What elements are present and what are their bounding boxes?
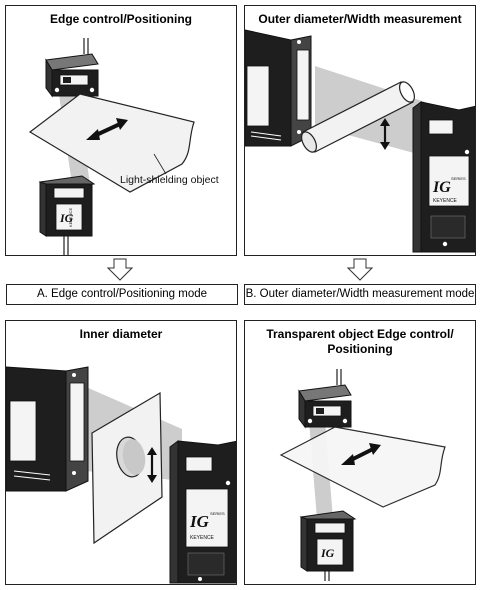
emitter-top	[45, 38, 99, 98]
panel-edge-control: Edge control/Positioning	[5, 5, 237, 256]
device-brand: KEYENCE	[68, 208, 73, 227]
device-logo: IG	[59, 211, 74, 225]
panel-transparent-object: Transparent object Edge control/ Positio…	[244, 320, 476, 585]
transparent-plate	[279, 426, 446, 508]
panel-title-inner-diameter: Inner diameter	[79, 327, 163, 341]
device-logo: IG	[432, 179, 451, 196]
device-brand: KEYENCE	[433, 198, 458, 204]
receiver-right: IG SERIES KEYENCE	[169, 440, 236, 584]
light-shielding-plate	[28, 93, 195, 193]
panel-title-outer-diameter: Outer diameter/Width measurement	[258, 12, 462, 26]
down-arrow-icon	[107, 258, 133, 281]
device-series: SERIES	[210, 511, 225, 516]
edge-control-illustration: IG KEYENCE	[28, 38, 195, 255]
transparent-object-illustration: IG	[279, 369, 446, 581]
mode-b-label: B. Outer diameter/Width measurement mode	[244, 284, 476, 305]
emitter-left	[6, 366, 89, 492]
panel-inner-diameter: Inner diameter I	[5, 320, 237, 585]
inner-diameter-illustration: IG SERIES KEYENCE	[6, 366, 236, 584]
panel-title-transparent-object: Transparent object Edge control/ Positio…	[245, 327, 475, 357]
down-arrow-icon	[347, 258, 373, 281]
device-logo: IG	[320, 546, 335, 560]
device-series: SERIES	[451, 176, 466, 181]
light-shielding-object-label: Light-shielding object	[120, 174, 219, 186]
emitter-top	[298, 369, 352, 429]
emitter-left	[245, 29, 312, 147]
cylinder-object	[301, 81, 415, 153]
panel-outer-diameter: Outer diameter/Width measurement	[244, 5, 476, 256]
receiver-right: IG SERIES KEYENCE	[412, 101, 475, 253]
device-logo: IG	[189, 512, 210, 531]
receiver-bottom: IG	[299, 510, 357, 581]
panel-title-line-2: Positioning	[327, 342, 393, 356]
panel-title-edge-control: Edge control/Positioning	[50, 12, 192, 26]
panel-title-line-1: Transparent object Edge control/	[266, 327, 454, 341]
outer-diameter-illustration: IG SERIES KEYENCE	[245, 29, 475, 253]
plate-with-hole	[91, 391, 163, 545]
mode-a-label: A. Edge control/Positioning mode	[6, 284, 238, 305]
device-brand: KEYENCE	[190, 535, 215, 541]
receiver-bottom: IG KEYENCE	[38, 175, 96, 255]
